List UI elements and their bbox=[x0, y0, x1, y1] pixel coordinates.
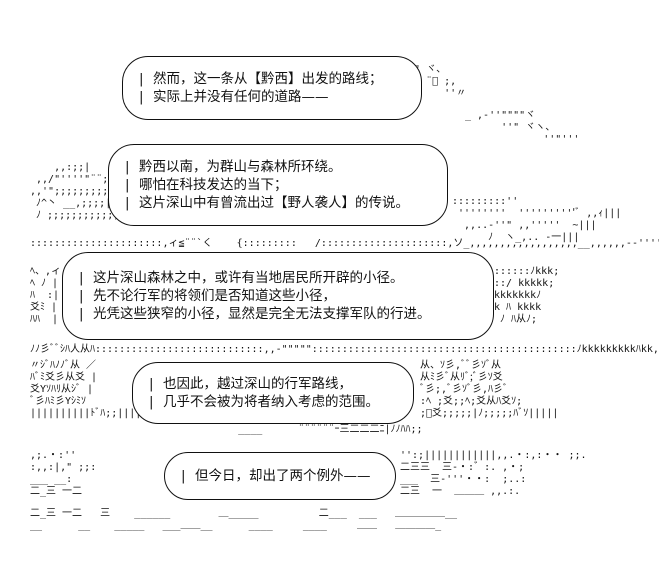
dialogue-box-5: 但今日，却出了两个例外—— bbox=[164, 452, 396, 500]
art-cliff-left: ,,:;;| ,,/"''''"¨¨;;| ,,'";;;;;;;;;;;;;|… bbox=[30, 162, 148, 221]
art-ridge-middle: ::::::::::::::::::::::,ィ≦¨¨`く {:::::::::… bbox=[30, 238, 659, 249]
dialogue-line: 也因此，越过深山的行军路线， bbox=[149, 375, 385, 393]
dialogue-box-1: 然而，这一条从【黔西】出发的路线； 实际上并没有任何的道路—— bbox=[122, 56, 422, 120]
dialogue-line: 然而，这一条从【黔西】出发的路线； bbox=[139, 70, 393, 88]
art-cliff-right: :::::::::'' '''''''' ''''''''''ﾞ ,,ｨ||| … bbox=[452, 196, 622, 243]
art-ground-lines: ____ ¨¨¨¨¨¨ｰ三二二二ﾆ|ﾉﾉﾊﾊ;; bbox=[190, 424, 423, 435]
dialogue-line: 但今日，却出了两个例外—— bbox=[181, 467, 371, 485]
dialogue-line: 这片深山森林之中，或许有当地居民所开辟的小径。 bbox=[79, 269, 465, 287]
art-ground-right: '':;||||||||||||,,.・:,:・・ ;;. 二三三 三-・:゛:… bbox=[400, 450, 587, 497]
dialogue-line: 光凭这些狭窄的小径，显然是完全无法支撑军队的行进。 bbox=[79, 305, 465, 323]
art-trees-right: _ ,-''""""ヾ ''" ヾヽ、 ''"''' bbox=[465, 110, 580, 145]
dialogue-line: 先不论行军的将领们是否知道这些小径， bbox=[79, 287, 465, 305]
dialogue-line: 哪怕在科技发达的当下； bbox=[125, 176, 419, 194]
dialogue-box-3: 这片深山森林之中，或许有当地居民所开辟的小径。 先不论行军的将领们是否知道这些小… bbox=[62, 252, 494, 340]
dialogue-box-2: 黔西以南，为群山与森林所环绕。 哪怕在科技发达的当下； 这片深山中有曾流出过【野… bbox=[108, 144, 448, 226]
dialogue-line: 几乎不会被为将者纳入考虑的范围。 bbox=[149, 393, 385, 411]
dialogue-box-4: 也因此，越过深山的行军路线， 几乎不会被为将者纳入考虑的范围。 bbox=[132, 362, 414, 424]
dialogue-line: 实际上并没有任何的道路—— bbox=[139, 88, 393, 106]
dialogue-line: 黔西以南，为群山与森林所环绕。 bbox=[125, 158, 419, 176]
art-undergrowth-right: 从、ｿ彡,ﾞﾞ彡ｿﾞ从 从ﾐ彡ﾞ从ﾘﾞ;ﾞ彡ｿ爻 ﾞ彡;,ﾞ彡ｿﾞ彡,ﾊ彡ﾞ :… bbox=[420, 360, 559, 419]
art-ground-left: ,;.・:'' :,,:|," ;;: ___ __: 二_三 一二 bbox=[30, 450, 97, 497]
art-forest-right: :::::::ﾉkkk; |::/ kkkkk; |kkkkkkkﾉ |k ﾊ … bbox=[488, 266, 560, 325]
art-forest-row: ﾉﾉ彡ﾞﾞｼﾊ人从ﾊ::::::::::::::::::::::::::::,,… bbox=[30, 344, 659, 355]
dialogue-line: 这片深山中有曾流出过【野人袭人】的传说。 bbox=[125, 194, 419, 212]
art-ground-floor: 二_三 一二 三 ______ ＿_____ 二___ ___ ＿＿＿＿＿__ … bbox=[30, 508, 458, 531]
art-undergrowth-left: 〃ｼﾞﾊﾉﾉﾞ从 ／ ﾊﾞﾐ爻彡从爻 | 爻Yｿﾊﾘ从ｼﾞ | ﾞ彡ﾊﾐ彡Yｼﾐ… bbox=[30, 360, 187, 419]
art-forest-left: ﾍ、,ィ ﾍ ﾉ | ﾊ :| 爻ﾐ | ﾊﾊ | bbox=[30, 266, 62, 325]
